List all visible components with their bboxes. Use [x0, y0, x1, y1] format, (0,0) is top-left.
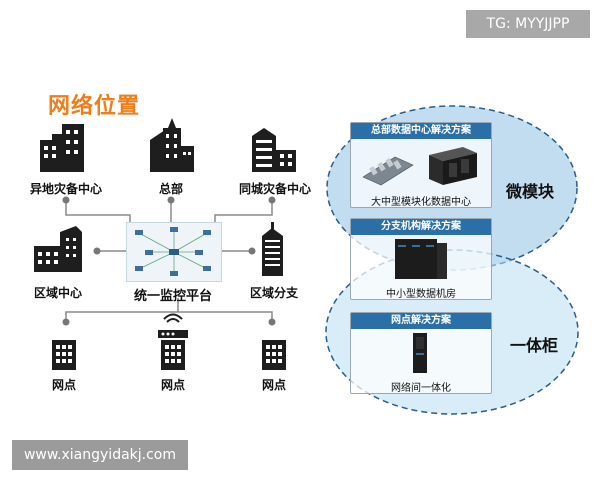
remote-dr-building-icon [40, 124, 84, 172]
page-title: 网络位置 [48, 94, 141, 119]
server-rack-group-icon [362, 156, 414, 186]
outlet-solution-box: 网点解决方案 网络间一体化 [350, 312, 492, 394]
outlet-2-label: 网点 [160, 378, 186, 392]
monitoring-platform-screen [126, 222, 222, 282]
outlet-2-building-icon [158, 330, 188, 370]
connection-lines [65, 200, 273, 322]
hq-solution-title: 总部数据中心解决方案 [351, 123, 491, 139]
connection-dots [62, 196, 276, 326]
hq-solution-caption: 大中型模块化数据中心 [371, 197, 471, 208]
topology-map-icon [135, 227, 211, 276]
small-server-room-icon [395, 239, 447, 279]
local-dr-building-icon [252, 128, 296, 172]
regional-branch-label: 区域分支 [249, 286, 299, 300]
branch-solution-box: 分支机构解决方案 中小型数据机房 [350, 218, 492, 300]
regional-branch-building-icon [262, 222, 283, 276]
outlet-3-building-icon [262, 340, 286, 370]
local-dr-label: 同城灾备中心 [238, 182, 312, 196]
outlet-solution-title: 网点解决方案 [351, 313, 491, 329]
url-watermark: www.xiangyidakj.com [12, 440, 188, 470]
network-diagram [34, 118, 296, 370]
regional-center-label: 区域中心 [33, 286, 83, 300]
branch-solution-caption: 中小型数据机房 [386, 289, 456, 300]
container-datacenter-icon [429, 147, 477, 185]
branch-solution-title: 分支机构解决方案 [351, 219, 491, 235]
integrated-cabinet-label: 一体柜 [510, 336, 559, 355]
hq-solution-box: 总部数据中心解决方案 大中型模块化数据中心 [350, 122, 492, 208]
modular-datacenter-icon [362, 147, 477, 186]
outlet-1-building-icon [52, 340, 76, 370]
platform-label: 统一监控平台 [133, 289, 213, 304]
integrated-cabinet-icon [413, 333, 427, 373]
regional-center-building-icon [34, 226, 82, 272]
wifi-icon [163, 313, 183, 323]
outlet-solution-caption: 网络间一体化 [391, 383, 451, 394]
micro-module-label: 微模块 [506, 182, 555, 201]
remote-dr-label: 异地灾备中心 [29, 182, 103, 196]
outlet-3-label: 网点 [261, 378, 287, 392]
tg-watermark: TG: MYYJJPP [466, 10, 590, 38]
hq-label: 总部 [158, 182, 184, 196]
hq-building-icon [150, 118, 194, 172]
outlet-1-label: 网点 [51, 378, 77, 392]
